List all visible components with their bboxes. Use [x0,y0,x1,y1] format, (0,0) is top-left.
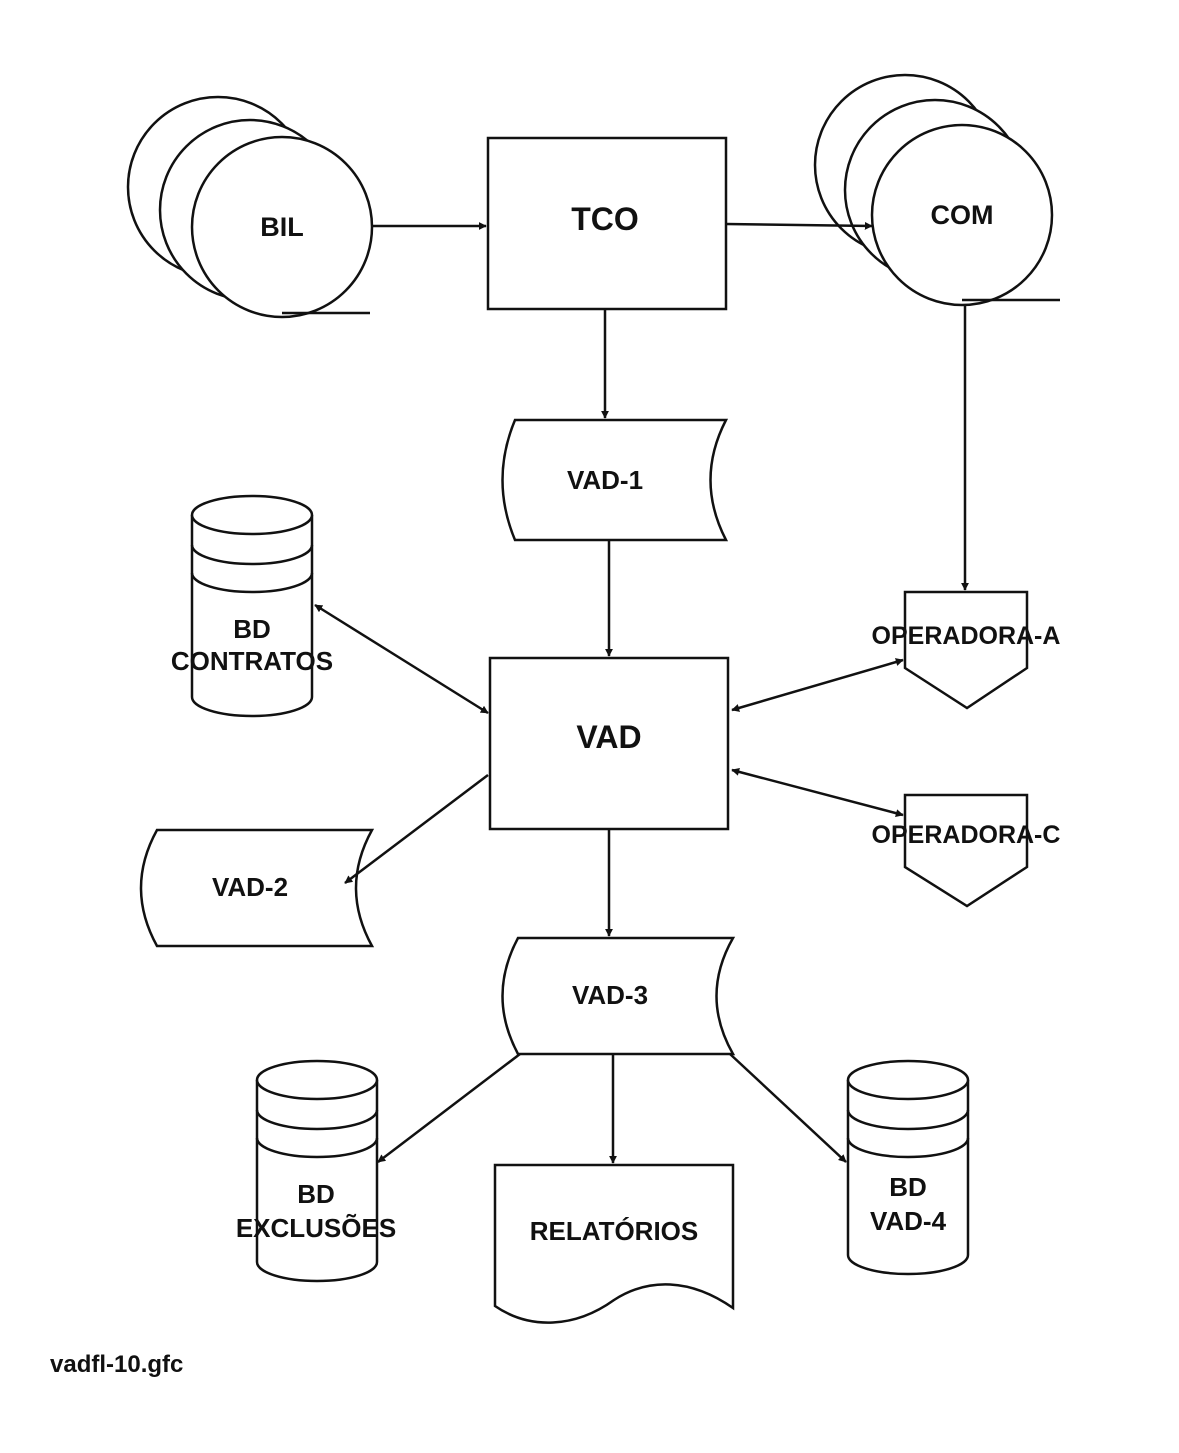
edge-vad-to-vad2 [344,774,489,884]
edge-vad-operadora-a [731,658,904,712]
operadora-c-label: OPERADORA-C [872,821,1061,849]
com-tape-reel-node: COM [813,73,1060,307]
vad2-stored-data-node: VAD-2 [139,828,375,948]
bil-label: BIL [260,212,304,242]
edge-vad3-to-bd-exclusoes [377,1053,521,1163]
vad3-label: VAD-3 [572,980,648,1010]
relatorios-document-node: RELATÓRIOS [493,1163,735,1324]
edge-vad-operadora-c [731,767,904,818]
bd-contratos-database-node: BD CONTRATOS [171,494,333,718]
edge-vad3-to-bd-vad4 [729,1053,847,1163]
bd-contratos-label-line1: BD [233,614,271,644]
vad1-stored-data-node: VAD-1 [501,418,729,542]
bil-tape-reel-node: BIL [126,95,374,319]
vad-label: VAD [576,719,641,755]
edge-tco-to-com [725,221,873,230]
bd-exclusoes-label-line2: EXCLUSÕES [236,1213,396,1243]
bd-vad4-label-line1: BD [889,1172,927,1202]
tco-label: TCO [571,201,639,237]
com-label: COM [931,200,994,230]
tco-process-node: TCO [486,136,728,311]
vad3-stored-data-node: VAD-3 [501,936,736,1056]
bd-exclusoes-database-node: BD EXCLUSÕES [236,1059,396,1283]
bd-vad4-label-line2: VAD-4 [870,1206,947,1236]
vad1-label: VAD-1 [567,465,643,495]
relatorios-label: RELATÓRIOS [530,1216,699,1246]
edge-bd-contratos-vad [314,603,489,715]
vad-process-node: VAD [488,656,730,831]
operadora-a-offpage-node: OPERADORA-A [872,590,1061,710]
bd-exclusoes-label-line1: BD [297,1179,335,1209]
operadora-a-label: OPERADORA-A [872,622,1061,650]
vad2-label: VAD-2 [212,872,288,902]
operadora-c-offpage-node: OPERADORA-C [872,793,1061,908]
bd-contratos-label-line2: CONTRATOS [171,646,333,676]
file-caption: vadfl-10.gfc [50,1351,183,1378]
bd-vad4-database-node: BD VAD-4 [846,1059,970,1276]
